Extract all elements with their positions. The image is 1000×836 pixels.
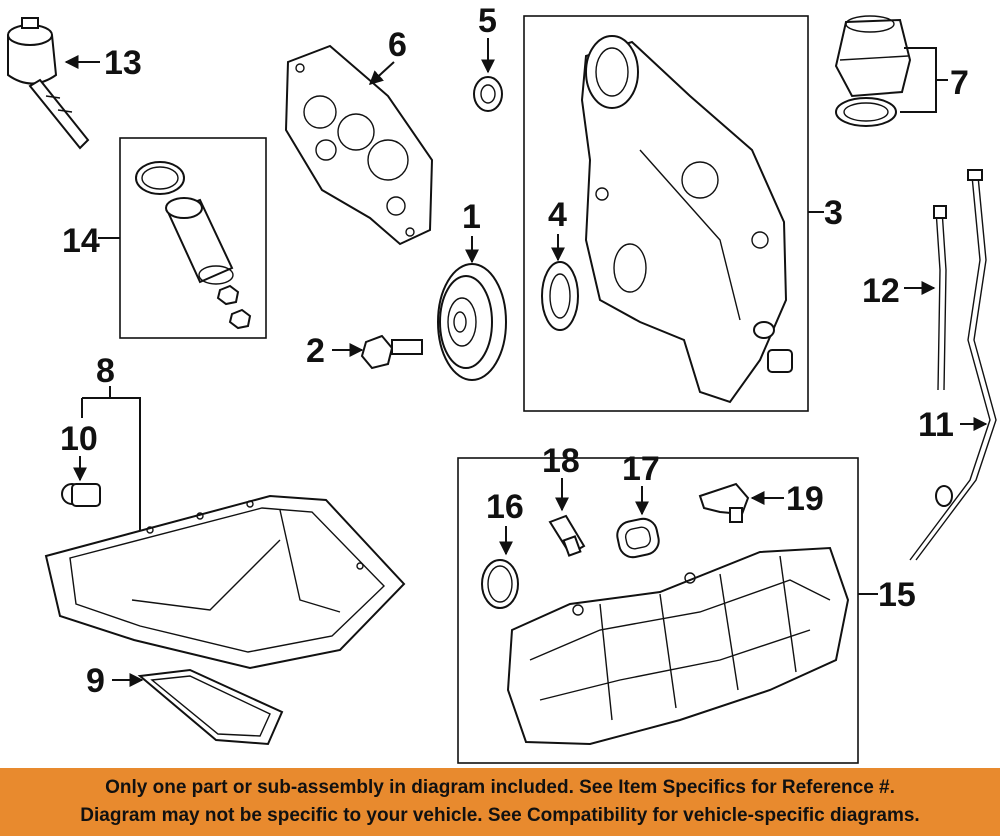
callout-15: 15 [878, 576, 916, 614]
disclaimer-line-1: Only one part or sub-assembly in diagram… [105, 777, 895, 798]
part-18-sensor [548, 514, 586, 557]
part-14-filter-element [135, 161, 252, 330]
part-17-gasket [616, 517, 660, 559]
callout-11: 11 [918, 406, 954, 444]
part-8-oil-pan [44, 494, 406, 670]
part-9-lower-pan [137, 668, 284, 746]
callout-5: 5 [478, 2, 497, 40]
callout-17: 17 [622, 450, 660, 488]
part-10-drain-plug [61, 483, 101, 507]
part-15-intake-manifold [506, 546, 850, 746]
callout-16: 16 [486, 488, 524, 526]
part-6-gasket [284, 44, 434, 246]
callout-12: 12 [862, 272, 900, 310]
part-3-timing-cover [580, 35, 788, 404]
callout-7: 7 [950, 64, 969, 102]
callout-6: 6 [388, 26, 407, 64]
box-3 [523, 15, 809, 412]
callout-9: 9 [86, 662, 105, 700]
parts-diagram: 13 14 6 5 1 [7, 2, 997, 764]
part-13-oil-filter-cap [7, 17, 90, 150]
disclaimer-line-2: Diagram may not be specific to your vehi… [80, 805, 920, 826]
part-5-seal [473, 76, 503, 112]
callout-14: 14 [62, 222, 100, 260]
callout-18: 18 [542, 442, 580, 480]
callout-3: 3 [824, 194, 843, 232]
callout-19: 19 [786, 480, 824, 518]
callout-1: 1 [462, 198, 481, 236]
part-12-dipstick [933, 205, 947, 391]
part-11-guide-tube [909, 169, 997, 561]
part-16-o-ring [481, 559, 519, 609]
part-2-bolt [360, 334, 423, 370]
box-15 [457, 457, 859, 764]
callout-4: 4 [548, 196, 567, 234]
callout-10: 10 [60, 420, 98, 458]
part-3-plug [753, 321, 793, 373]
part-1-pulley [437, 263, 507, 381]
callout-8: 8 [96, 352, 115, 390]
part-19-sensor [698, 482, 750, 523]
disclaimer-banner: Only one part or sub-assembly in diagram… [0, 768, 1000, 836]
part-7-filler-cap [834, 15, 912, 127]
part-4-seal [541, 261, 579, 331]
callout-13: 13 [104, 44, 142, 82]
callout-2: 2 [306, 332, 325, 370]
